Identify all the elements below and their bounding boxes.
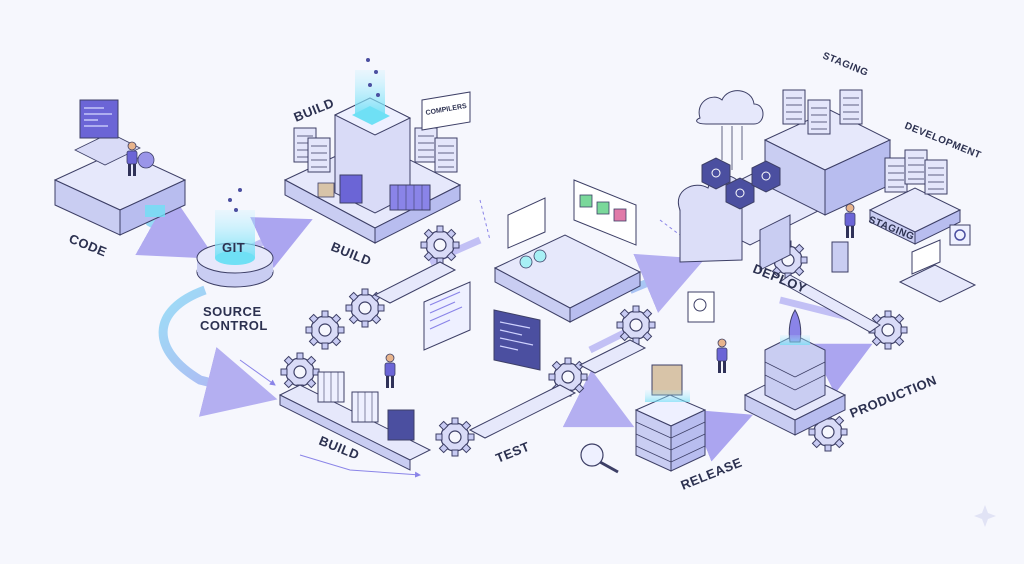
label-git: GIT: [222, 240, 245, 255]
label-source-control-line2: CONTROL: [200, 318, 268, 333]
label-build-mid: BUILD: [329, 239, 374, 269]
deploy-cluster: [677, 89, 892, 271]
label-test: TEST: [494, 439, 532, 466]
label-code: CODE: [67, 231, 109, 260]
label-build-top: BUILD: [292, 95, 337, 125]
build-facility-top: [283, 58, 462, 244]
label-staging-top: STAGING: [821, 51, 870, 79]
release-server: [634, 364, 707, 472]
code-window-icon: [423, 281, 541, 371]
gear-icon: [420, 225, 460, 265]
label-source-control-line1: SOURCE: [203, 304, 262, 319]
magnifier-icon: [580, 291, 715, 474]
container-boxes: [317, 371, 415, 441]
production-platform: [743, 309, 847, 436]
kubernetes-icon: [701, 157, 781, 210]
environment-racks: [831, 149, 977, 303]
monitor-icon: [79, 99, 119, 139]
label-production: PRODUCTION: [848, 372, 939, 421]
code-workstation: [53, 99, 187, 236]
box-icon: [317, 182, 335, 198]
git-cylinder-icon: [196, 188, 274, 288]
compilers-sign: [421, 91, 471, 131]
checkbox-icon: [579, 194, 593, 208]
test-lab-platform: [493, 179, 642, 323]
cloud-icon: [696, 90, 764, 125]
conveyors: [278, 261, 881, 471]
sparkle-icon: [974, 505, 996, 527]
